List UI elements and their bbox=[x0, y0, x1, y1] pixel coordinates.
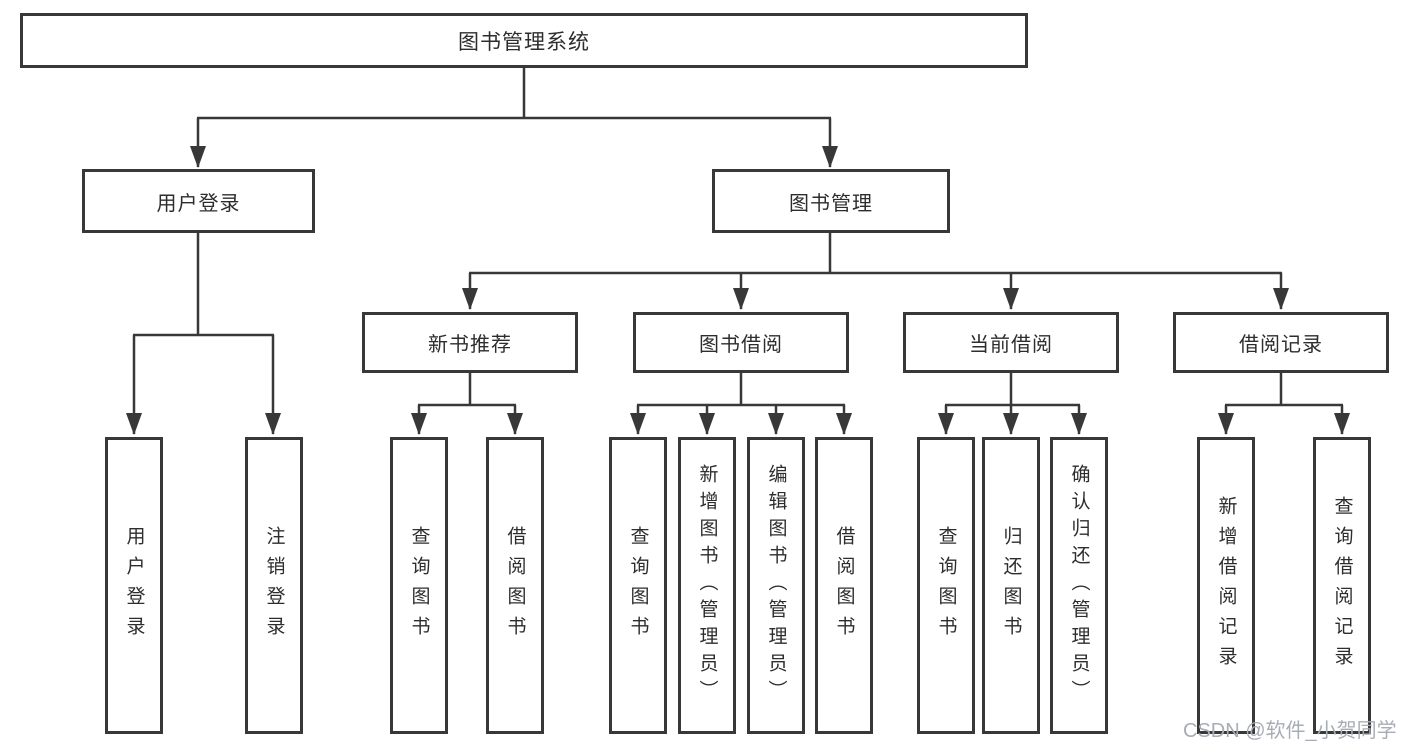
node-label: 编辑图书（管理员） bbox=[765, 464, 787, 707]
node-label: 图书管理系统 bbox=[458, 30, 590, 54]
leaf-confirm-return-admin: 确认归还（管理员） bbox=[1050, 437, 1108, 734]
node-label: 查询借阅记录 bbox=[1331, 495, 1353, 676]
node-new-book-recommendation: 新书推荐 bbox=[362, 312, 578, 373]
node-label: 用户登录 bbox=[156, 192, 241, 215]
node-label: 图书借阅 bbox=[699, 334, 783, 356]
leaf-user-login: 用户登录 bbox=[105, 437, 163, 734]
leaf-borrow-book: 借阅图书 bbox=[815, 437, 873, 734]
node-book-borrowing: 图书借阅 bbox=[633, 312, 849, 373]
node-label: 用户登录 bbox=[123, 525, 145, 646]
node-label: 图书管理 bbox=[789, 192, 873, 215]
node-label: 查询图书 bbox=[935, 525, 957, 646]
leaf-borrow-book: 借阅图书 bbox=[486, 437, 544, 734]
leaf-return-book: 归还图书 bbox=[982, 437, 1040, 734]
leaf-logout: 注销登录 bbox=[245, 437, 303, 734]
node-label: 确认归还（管理员） bbox=[1068, 464, 1090, 707]
node-current-borrowing: 当前借阅 bbox=[903, 312, 1119, 373]
node-label: 归还图书 bbox=[1000, 525, 1022, 646]
node-borrowing-records: 借阅记录 bbox=[1173, 312, 1389, 373]
csdn-watermark: CSDN @软件_小贺同学 bbox=[1183, 720, 1397, 742]
node-library-system: 图书管理系统 bbox=[20, 13, 1028, 68]
leaf-query-book: 查询图书 bbox=[917, 437, 975, 734]
node-label: 注销登录 bbox=[263, 525, 285, 646]
node-book-management: 图书管理 bbox=[712, 169, 950, 233]
node-label: 查询图书 bbox=[627, 525, 649, 646]
leaf-add-book-admin: 新增图书（管理员） bbox=[678, 437, 736, 734]
node-label: 借阅图书 bbox=[504, 525, 526, 646]
node-label: 当前借阅 bbox=[969, 334, 1053, 356]
node-label: 查询图书 bbox=[408, 525, 430, 646]
node-user-login: 用户登录 bbox=[82, 169, 315, 233]
leaf-query-borrow-record: 查询借阅记录 bbox=[1313, 437, 1371, 734]
leaf-query-book: 查询图书 bbox=[609, 437, 667, 734]
node-label: 借阅图书 bbox=[833, 525, 855, 646]
node-label: 新增借阅记录 bbox=[1215, 495, 1237, 676]
leaf-add-borrow-record: 新增借阅记录 bbox=[1197, 437, 1255, 734]
node-label: 新增图书（管理员） bbox=[696, 464, 718, 707]
node-label: 借阅记录 bbox=[1239, 334, 1323, 356]
leaf-edit-book-admin: 编辑图书（管理员） bbox=[747, 437, 805, 734]
node-label: 新书推荐 bbox=[428, 334, 512, 356]
leaf-query-book: 查询图书 bbox=[390, 437, 448, 734]
arrow-connectors bbox=[126, 118, 1350, 435]
